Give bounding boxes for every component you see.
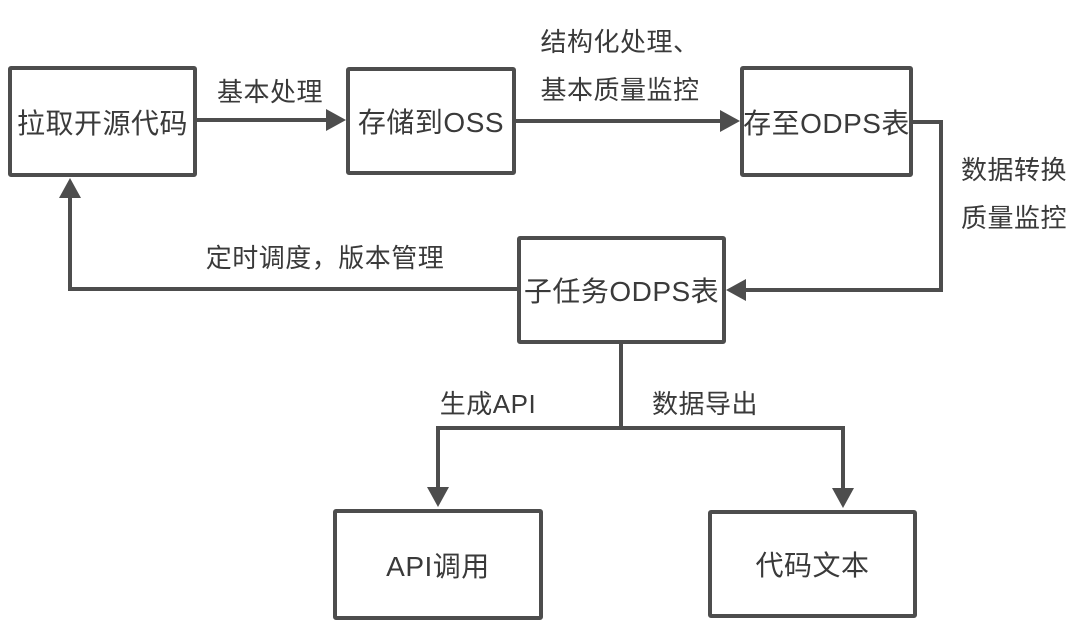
node-subtask-odps-label: 子任务ODPS表 (523, 276, 720, 307)
edge-oss-to-odps-line (516, 119, 720, 123)
edge-label-transform-line2: 质量监控 (960, 203, 1067, 233)
node-code-text: 代码文本 (708, 510, 917, 618)
node-api-call: API调用 (333, 509, 543, 620)
edge-label-schedule: 定时调度，版本管理 (205, 243, 445, 273)
edge-label-transform: 数据转换 质量监控 (956, 146, 1072, 242)
edge-odps-down-line (939, 120, 943, 292)
edge-label-structured-processing: 结构化处理、 基本质量监控 (535, 18, 705, 114)
edge-split-left-line (436, 426, 440, 487)
arrowhead-into-api-call (427, 487, 449, 507)
arrowhead-into-store-odps (720, 110, 740, 132)
node-pull-source-label: 拉取开源代码 (16, 107, 188, 139)
edge-label-structured-line1: 结构化处理、 (540, 27, 700, 57)
edge-split-horizontal-line (436, 426, 845, 430)
edge-label-generate-api: 生成API (439, 389, 537, 419)
node-store-oss-label: 存储到OSS (357, 107, 505, 138)
edge-feedback-horizontal-line (68, 287, 517, 291)
node-subtask-odps: 子任务ODPS表 (517, 236, 726, 344)
node-code-text-label: 代码文本 (755, 550, 870, 581)
node-store-odps-label: 存至ODPS表 (743, 107, 910, 139)
arrowhead-into-code-text (832, 488, 854, 508)
arrowhead-into-store-oss (326, 109, 346, 131)
edge-subtask-down-line (619, 344, 623, 430)
edge-split-right-line (841, 426, 845, 488)
arrowhead-into-subtask-odps (726, 279, 746, 301)
edge-label-transform-line1: 数据转换 (960, 155, 1067, 185)
edge-label-basic-processing: 基本处理 (216, 77, 323, 107)
edge-pull-to-oss-line (197, 118, 326, 122)
node-pull-source: 拉取开源代码 (8, 66, 197, 177)
node-api-call-label: API调用 (386, 550, 490, 582)
edge-feedback-vertical-line (68, 198, 72, 291)
edge-odps-out-line (913, 120, 943, 124)
edge-label-data-export: 数据导出 (651, 389, 758, 419)
arrowhead-into-pull-source (59, 178, 81, 198)
node-store-oss: 存储到OSS (346, 67, 516, 175)
edge-label-structured-line2: 基本质量监控 (540, 75, 700, 105)
edge-odps-to-subtask-line (746, 288, 943, 292)
node-store-odps: 存至ODPS表 (740, 66, 913, 177)
